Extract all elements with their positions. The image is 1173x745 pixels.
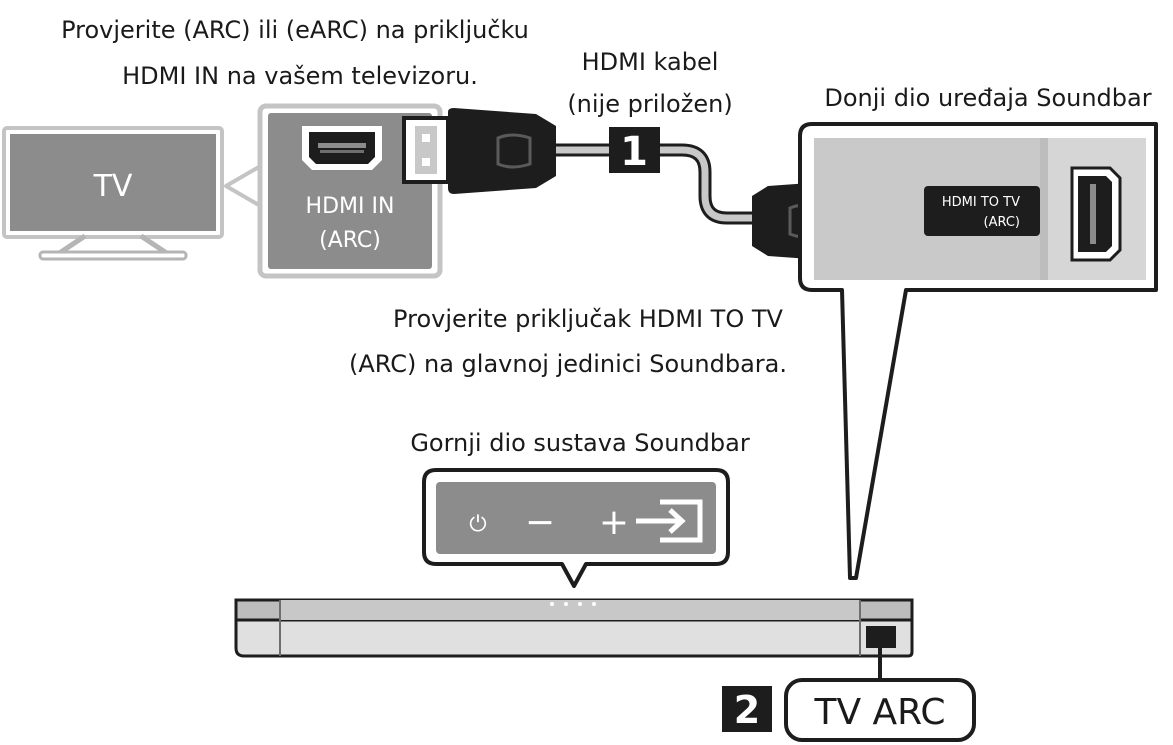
hdmi-cable bbox=[548, 143, 777, 225]
tv-arc-label-box bbox=[784, 678, 976, 742]
volume-down-icon: − bbox=[525, 502, 555, 543]
soundbar-port-check-caption-line1: Provjerite priključak HDMI TO TV bbox=[393, 305, 783, 333]
tv-port-check-caption-line2: HDMI IN na vašem televizoru. bbox=[122, 62, 478, 90]
tv-port-label-line1: HDMI IN bbox=[306, 194, 395, 219]
step-2-badge: 2 bbox=[734, 688, 760, 732]
soundbar-bottom-caption: Donji dio uređaja Soundbar bbox=[824, 84, 1151, 112]
soundbar-port-label-line1: HDMI TO TV bbox=[942, 195, 1020, 210]
soundbar-illustration bbox=[234, 598, 914, 658]
hdmi-plug-left-icon bbox=[402, 108, 556, 194]
source-input-icon bbox=[636, 499, 703, 543]
power-icon: ⏻ bbox=[469, 512, 486, 537]
soundbar-bottom-callout: HDMI TO TV (ARC) bbox=[798, 122, 1158, 580]
cable-caption-line2: (nije priložen) bbox=[567, 90, 732, 118]
tv-arc-label: TV ARC bbox=[813, 692, 945, 733]
volume-up-icon: + bbox=[599, 502, 629, 543]
tv-port-check-caption-line1: Provjerite (ARC) ili (eARC) na priključk… bbox=[61, 16, 529, 44]
soundbar-top-callout: ⏻ − + bbox=[422, 468, 730, 588]
soundbar-port-label-line2: (ARC) bbox=[984, 215, 1021, 230]
tv-illustration: TV bbox=[2, 126, 224, 261]
tv-port-label-line2: (ARC) bbox=[319, 228, 381, 253]
tv-hdmi-in-callout: HDMI IN (ARC) bbox=[257, 103, 443, 279]
tv-hdmi-socket-icon bbox=[302, 126, 382, 170]
step-1-badge: 1 bbox=[620, 129, 648, 175]
soundbar-port-check-caption-line2: (ARC) na glavnoj jedinici Soundbara. bbox=[349, 350, 787, 378]
tv-label: TV bbox=[93, 169, 133, 204]
cable-caption-line1: HDMI kabel bbox=[582, 48, 719, 76]
soundbar-top-caption: Gornji dio sustava Soundbar bbox=[410, 429, 750, 457]
tv-arc-indicator bbox=[866, 626, 896, 648]
soundbar-hdmi-socket-icon bbox=[1070, 166, 1122, 262]
